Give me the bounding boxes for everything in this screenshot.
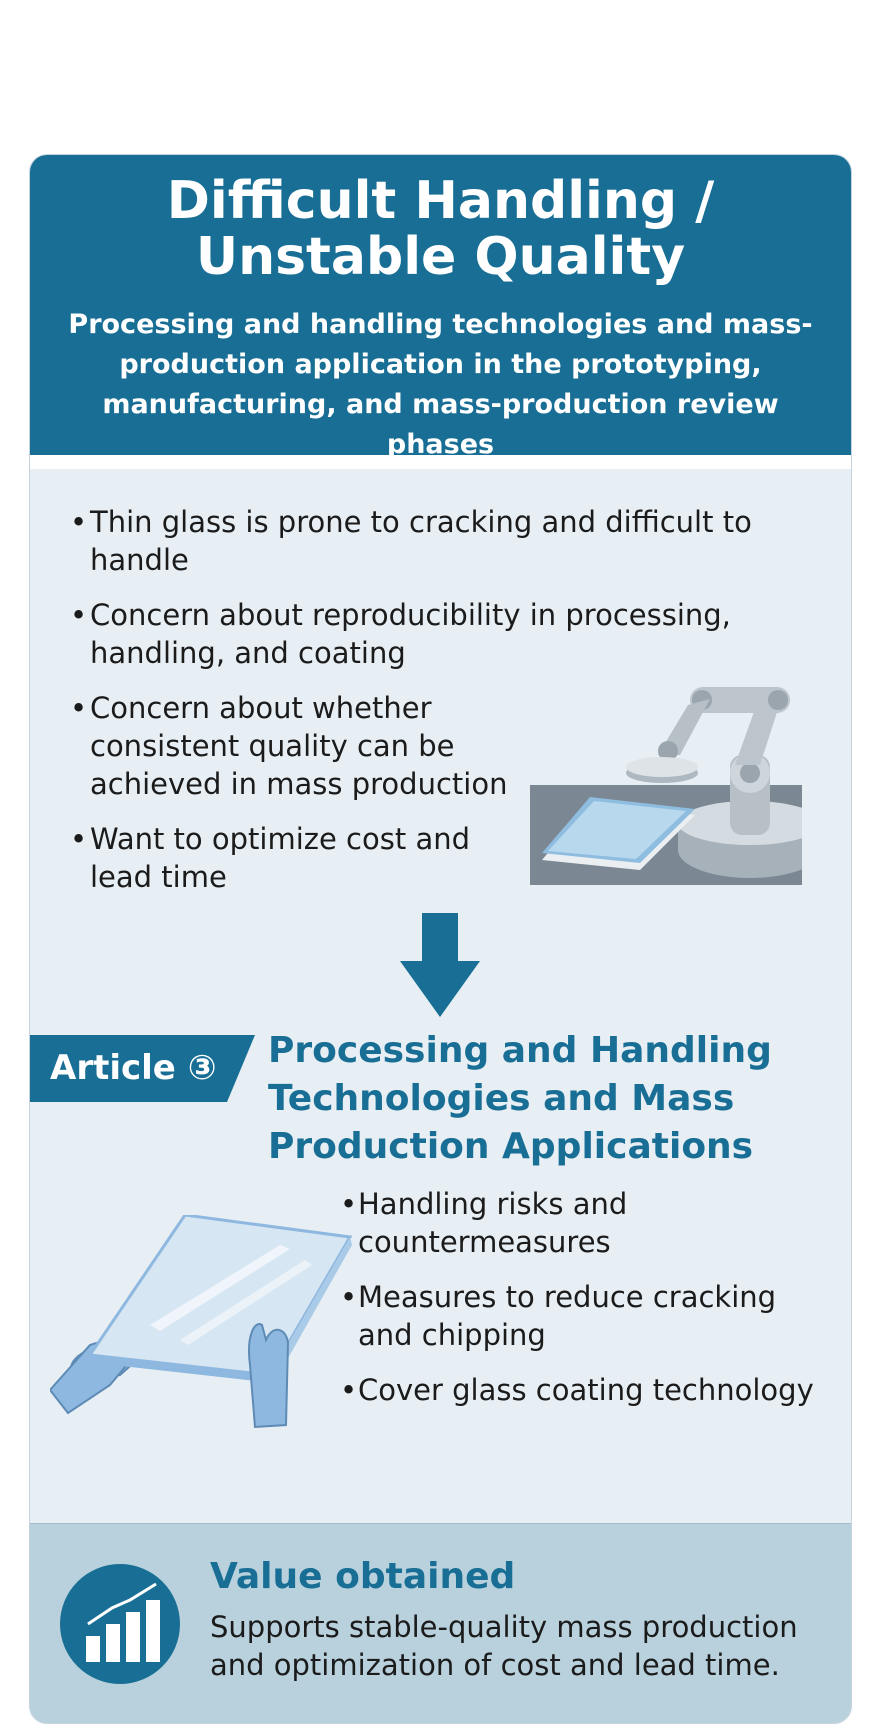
bar-chart-icon [60, 1564, 180, 1684]
hands-holding-glass-icon [50, 1215, 353, 1429]
arrow-down-icon [400, 913, 480, 1017]
page-subtitle: Processing and handling technologies and… [68, 309, 813, 460]
article-item: Measures to reduce cracking and chipping [340, 1278, 830, 1354]
header-divider [30, 455, 851, 469]
value-section: Value obtained Supports stable-quality m… [30, 1523, 851, 1723]
robot-arm-icon [530, 687, 802, 885]
page-title: Difficult Handling / Unstable Quality [166, 171, 715, 287]
value-text: Supports stable-quality mass production … [210, 1610, 798, 1682]
concern-list: Thin glass is prone to cracking and diff… [70, 503, 752, 913]
article-item-list: Handling risks and countermeasures Measu… [340, 1185, 830, 1426]
header-banner: Difficult Handling / Unstable Quality Pr… [30, 155, 851, 460]
article-tag: Article ③ [50, 1048, 217, 1088]
concern-item: Want to optimize cost and lead time [70, 820, 540, 896]
concern-item: Concern about whether consistent quality… [70, 689, 540, 803]
content-card: Difficult Handling / Unstable Quality Pr… [29, 154, 852, 1724]
article-item: Handling risks and countermeasures [340, 1185, 830, 1261]
value-title: Value obtained [210, 1556, 516, 1597]
article-item: Cover glass coating technology [340, 1371, 830, 1409]
concern-item: Thin glass is prone to cracking and diff… [70, 503, 810, 579]
article-tag-shape [30, 1035, 255, 1102]
article-title: Processing and Handling Technologies and… [268, 1030, 772, 1167]
concern-item: Concern about reproducibility in process… [70, 596, 810, 672]
